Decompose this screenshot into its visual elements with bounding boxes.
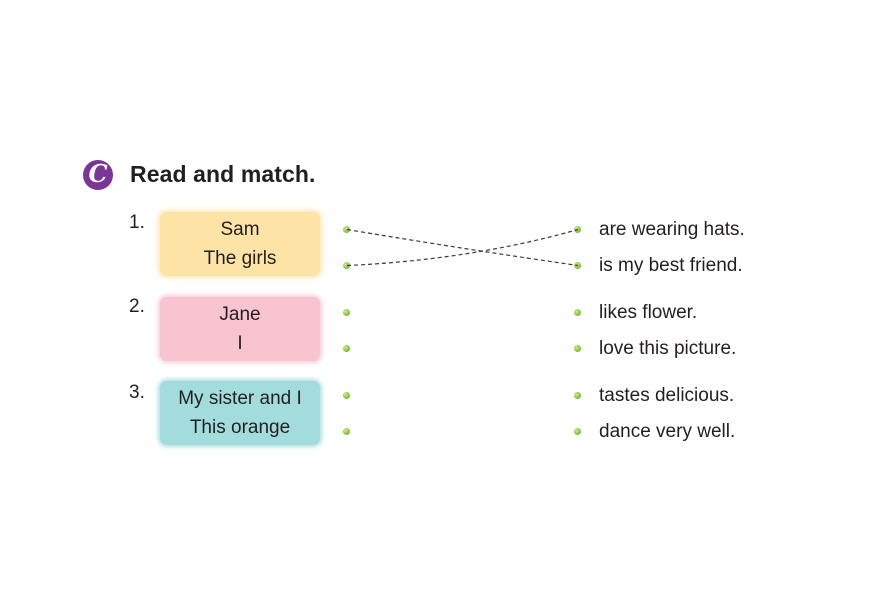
left-dot-i[interactable] — [343, 345, 350, 352]
subject-text: The girls — [203, 248, 277, 269]
ending-text: are wearing hats. — [599, 219, 745, 240]
ending-text: likes flower. — [599, 302, 698, 323]
item-number: 1. — [129, 212, 145, 233]
ending-text: is my best friend. — [599, 255, 743, 276]
left-dot-jane[interactable] — [343, 309, 350, 316]
left-dot-the-girls[interactable] — [343, 262, 350, 269]
match-line-sam-best-friend — [346, 228, 579, 267]
item-number: 3. — [129, 382, 145, 403]
subject-box: My sister and I This orange — [160, 381, 320, 445]
ending-text: tastes delicious. — [599, 385, 735, 406]
right-dot-tastes-delicious[interactable] — [574, 392, 581, 399]
subject-box: Jane I — [160, 297, 320, 361]
section-badge: C — [83, 160, 113, 190]
subject-box: Sam The girls — [160, 212, 320, 276]
right-dot-dance-very-well[interactable] — [574, 428, 581, 435]
item-number: 2. — [129, 296, 145, 317]
match-line-girls-wearing-hats — [346, 228, 579, 267]
subject-text: Sam — [220, 219, 260, 240]
section-letter: C — [88, 159, 108, 188]
subject-text: My sister and I — [178, 388, 302, 409]
right-dot-likes-flower[interactable] — [574, 309, 581, 316]
ending-text: dance very well. — [599, 421, 736, 442]
left-dot-sam[interactable] — [343, 226, 350, 233]
subject-text: I — [237, 333, 243, 354]
right-dot-love-this-picture[interactable] — [574, 345, 581, 352]
left-dot-this-orange[interactable] — [343, 428, 350, 435]
subject-text: Jane — [219, 304, 261, 325]
subject-text: This orange — [189, 417, 291, 438]
left-dot-my-sister-and-i[interactable] — [343, 392, 350, 399]
section-title: Read and match. — [130, 161, 316, 187]
ending-text: love this picture. — [599, 338, 737, 359]
